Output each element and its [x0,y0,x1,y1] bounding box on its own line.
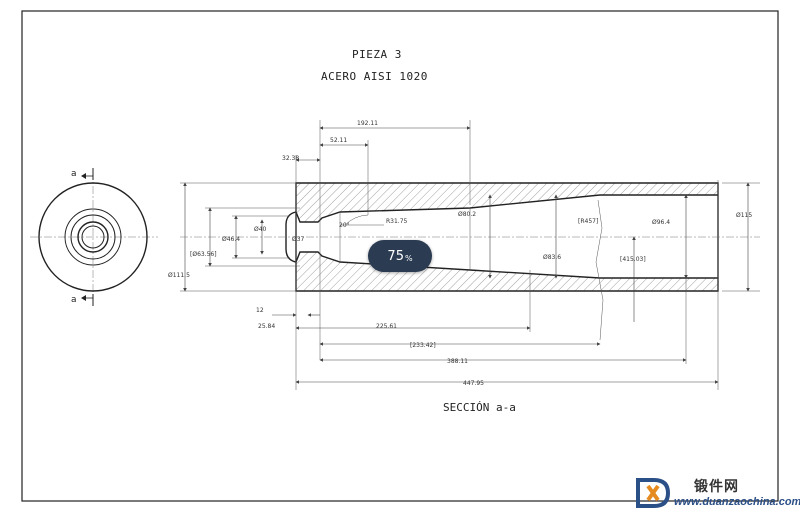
dim-dia46: Ø46.4 [222,236,240,243]
section-title: SECCIÓN a-a [443,401,516,414]
section-mark-top: a [71,169,77,179]
section-mark-bottom: a [71,295,77,305]
zoom-value: 75 [387,248,404,264]
dim-388: 388.11 [447,358,468,365]
drawing-frame [21,10,779,502]
zoom-unit: % [404,253,413,263]
dim-r457: [R457] [578,218,598,225]
dim-r31: R31.75 [386,218,408,225]
dim-dia83: Ø83.6 [543,254,561,261]
dim-52: 52.11 [330,137,347,144]
dim-dia115: Ø115 [736,212,752,219]
dim-dia37: Ø37 [292,236,305,243]
watermark-url: www.duanzaochina.com [674,496,800,508]
dim-dia96: Ø96.4 [652,219,670,226]
dim-dia63: [Ø63.56] [190,251,217,258]
watermark: 锻件网 www.duanzaochina.com [632,472,800,516]
dim-415: [415.03] [620,256,646,263]
watermark-logo-icon [636,478,671,508]
drawing-title: PIEZA 3 [352,48,402,61]
dim-12: 12 [256,307,264,314]
dim-447: 447.95 [463,380,484,387]
watermark-chinese: 锻件网 [694,479,739,495]
material-label: ACERO AISI 1020 [321,70,428,83]
end-view [30,168,158,306]
dim-233: [233.42] [410,342,436,349]
dim-225: 225.61 [376,323,397,330]
dim-angle: 20° [339,222,350,229]
dim-dia40: Ø40 [254,226,267,233]
zoom-level-badge: 75% [368,240,432,272]
dimension-lines [180,120,760,390]
dim-dia111: Ø111.5 [168,272,190,279]
dim-25: 25.84 [258,323,275,330]
dim-32: 32.38 [282,155,299,162]
dim-192: 192.11 [357,120,378,127]
dim-dia80: Ø80.2 [458,211,476,218]
